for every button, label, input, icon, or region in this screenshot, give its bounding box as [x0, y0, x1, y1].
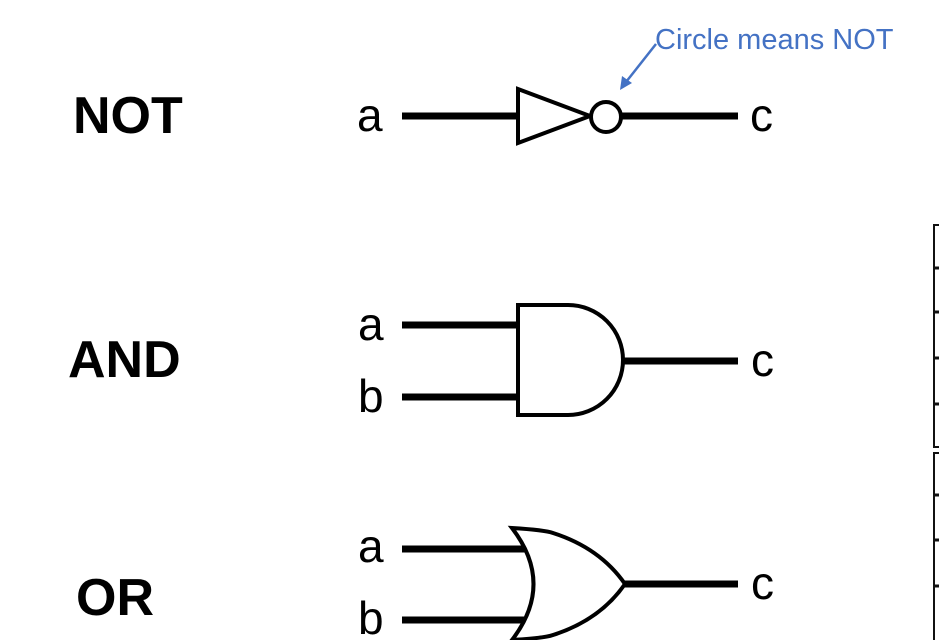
right-edge-panels	[933, 224, 939, 640]
not-gate-triangle	[516, 86, 596, 146]
and-output-c-label: c	[751, 334, 774, 386]
and-gate-row: AND a b c	[68, 298, 774, 422]
not-gate-label: NOT	[73, 87, 183, 145]
and-gate-label: AND	[68, 331, 181, 389]
bubble-annotation: Circle means NOT	[620, 24, 894, 90]
right-panel-frame-lower	[933, 452, 939, 640]
and-gate-body	[516, 303, 625, 417]
not-gate-row: NOT a c	[73, 86, 773, 146]
and-input-b-label: b	[358, 370, 384, 422]
not-input-a-label: a	[357, 89, 383, 141]
not-inversion-bubble	[589, 100, 623, 134]
or-input-b-label: b	[358, 592, 384, 640]
or-gate-label: OR	[76, 569, 154, 627]
annotation-text: Circle means NOT	[655, 24, 894, 56]
or-gate-body	[507, 525, 628, 640]
or-output-c-label: c	[751, 557, 774, 609]
annotation-arrowhead	[620, 76, 632, 90]
annotation-arrow-shaft	[625, 43, 657, 83]
right-panel-frame-upper	[933, 224, 939, 448]
or-gate-row: OR a b c	[76, 520, 774, 640]
not-output-c-label: c	[750, 89, 773, 141]
and-input-a-label: a	[358, 298, 384, 350]
or-input-a-label: a	[358, 520, 384, 572]
